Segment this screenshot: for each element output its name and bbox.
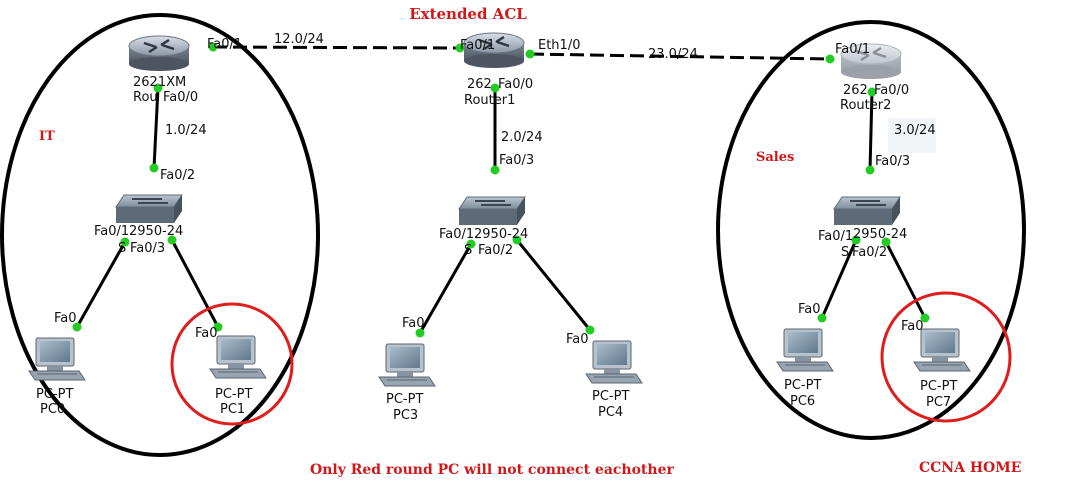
switch1-port-left: Fa0/1: [439, 227, 474, 242]
router2-name: Router2: [840, 98, 891, 113]
pc-icon: [776, 328, 834, 372]
pc-7[interactable]: [913, 328, 971, 372]
router2-port-fa01: Fa0/1: [835, 42, 870, 57]
link-router0-router1: [212, 45, 461, 50]
switch2-name: S: [841, 245, 849, 260]
switch2-port-right: Fa0/2: [852, 245, 887, 260]
switch-1[interactable]: [458, 196, 526, 226]
router0-port-fa00: Fa0/0: [163, 90, 198, 105]
diagram-title: Extended ACL: [409, 5, 527, 23]
link-router1-router2: [529, 52, 831, 61]
pc-icon: [209, 335, 267, 379]
pc-icon: [378, 343, 436, 387]
switch1-port-right: Fa0/2: [478, 243, 513, 258]
switch2-model: 2950-24: [853, 227, 907, 242]
switch-icon: [458, 196, 526, 226]
router2-model: 262: [843, 83, 868, 98]
link-switch1-pc4: [515, 239, 592, 331]
router0-name: Rou: [133, 90, 158, 105]
pc6-port: Fa0: [798, 302, 821, 317]
pc6-type: PC-PT: [784, 378, 821, 393]
switch0-name: S: [118, 241, 126, 256]
link-switch0-pc0: [75, 241, 127, 328]
router1-model: 262: [467, 77, 492, 92]
pc7-type: PC-PT: [920, 379, 957, 394]
switch1-port-up: Fa0/3: [499, 153, 534, 168]
pc0-name: PC0: [40, 402, 65, 417]
link-switch0-pc1: [170, 239, 220, 328]
switch0-model: 2950-24: [129, 224, 183, 239]
pc3-type: PC-PT: [386, 392, 423, 407]
pc7-name: PC7: [926, 395, 951, 410]
pc1-name: PC1: [220, 402, 245, 417]
link-router0-switch0: [152, 87, 160, 169]
router-icon: [127, 34, 191, 73]
sales-zone-label: Sales: [756, 150, 794, 165]
switch-2[interactable]: [833, 196, 901, 226]
router0-model: 2621XM: [133, 75, 186, 90]
router0-port-fa01: Fa0/1: [207, 37, 242, 52]
sales-zone-ellipse: [716, 20, 1026, 440]
link-switch1-pc3: [418, 243, 473, 334]
pc-icon: [585, 340, 643, 384]
switch-icon: [833, 196, 901, 226]
pc4-name: PC4: [598, 405, 623, 420]
footer-note: Only Red round PC will not connect eacho…: [310, 462, 674, 478]
pc-3[interactable]: [378, 343, 436, 387]
it-zone-ellipse: [0, 13, 320, 457]
pc-icon: [28, 337, 86, 381]
pc1-type: PC-PT: [215, 387, 252, 402]
switch-icon: [115, 194, 183, 224]
pc0-port: Fa0: [54, 311, 77, 326]
pc3-port: Fa0: [402, 316, 425, 331]
router1-port-eth10: Eth1/0: [538, 38, 580, 53]
router1-port-fa00: Fa0/0: [498, 77, 533, 92]
link-switch2-pc7: [884, 241, 927, 319]
switch0-port-right: Fa0/3: [130, 241, 165, 256]
switch2-port-up: Fa0/3: [875, 154, 910, 169]
brand-label: CCNA HOME: [919, 460, 1021, 476]
switch-0[interactable]: [115, 194, 183, 224]
pc-icon: [913, 328, 971, 372]
router1-name: Router1: [464, 93, 515, 108]
pc-1[interactable]: [209, 335, 267, 379]
pc7-highlight-circle: [880, 291, 1012, 423]
link-label-bg: [888, 118, 936, 153]
switch1-name: S: [464, 243, 472, 258]
port-dots: [72, 42, 930, 338]
link-label-r2-sw2: 3.0/24: [894, 123, 936, 138]
pc7-port: Fa0: [901, 319, 924, 334]
switch0-port-left: Fa0/1: [94, 224, 129, 239]
pc-4[interactable]: [585, 340, 643, 384]
link-label-r1-sw1: 2.0/24: [501, 130, 543, 145]
link-label-r0-r1: 12.0/24: [274, 32, 324, 47]
pc1-port: Fa0: [195, 326, 218, 341]
pc4-type: PC-PT: [592, 389, 629, 404]
link-label-r1-r2: 23.0/24: [648, 47, 698, 62]
router-0[interactable]: [127, 34, 191, 73]
link-label-r0-sw0: 1.0/24: [165, 123, 207, 138]
pc3-name: PC3: [393, 408, 418, 423]
pc1-highlight-circle: [170, 302, 294, 426]
it-zone-label: IT: [39, 129, 55, 144]
router1-port-fa01: Fa0/1: [460, 38, 495, 53]
pc6-name: PC6: [790, 394, 815, 409]
switch2-port-left: Fa0/1: [818, 229, 853, 244]
pc-6[interactable]: [776, 328, 834, 372]
pc4-port: Fa0: [566, 332, 589, 347]
link-router2-switch2: [868, 91, 874, 171]
pc0-type: PC-PT: [36, 387, 73, 402]
switch0-port-up: Fa0/2: [160, 168, 195, 183]
pc-0[interactable]: [28, 337, 86, 381]
link-switch2-pc6: [820, 239, 858, 319]
router2-port-fa00: Fa0/0: [874, 83, 909, 98]
switch1-model: 2950-24: [474, 227, 528, 242]
